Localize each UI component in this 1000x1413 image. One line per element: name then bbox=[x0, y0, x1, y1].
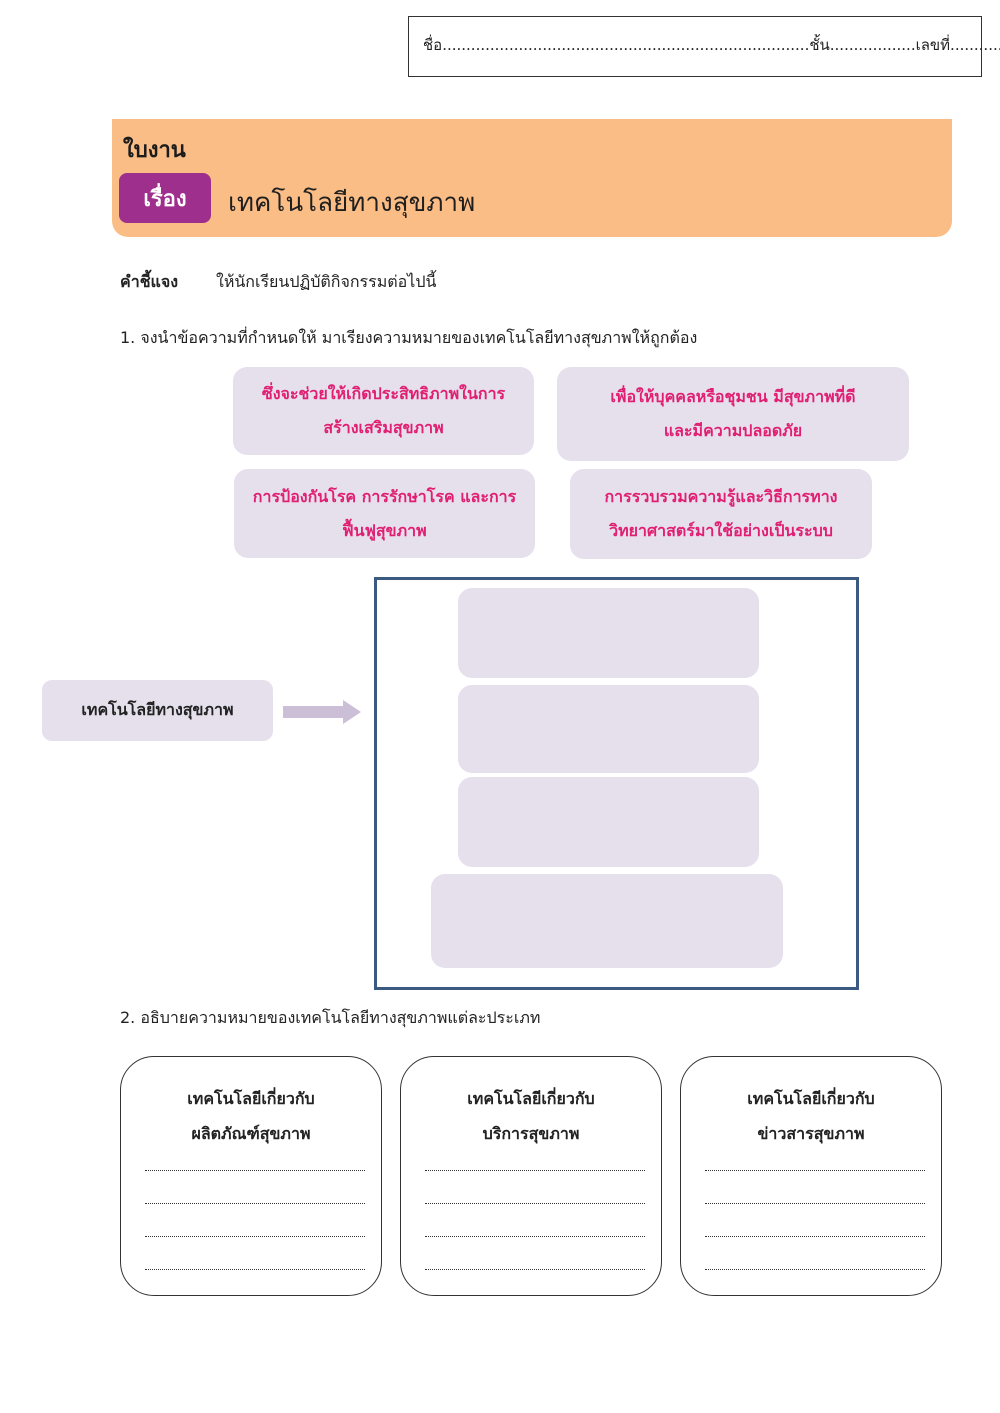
answer-frame bbox=[374, 577, 859, 990]
answer-line[interactable] bbox=[425, 1269, 645, 1270]
phrase-card-line: ซึ่งจะช่วยให้เกิดประสิทธิภาพในการ bbox=[261, 384, 506, 403]
term-box: เทคโนโลยีทางสุขภาพ bbox=[42, 680, 273, 741]
phrase-card[interactable]: การรวบรวมความรู้และวิธีการทางวิทยาศาสตร์… bbox=[570, 469, 872, 559]
type-box-services: เทคโนโลยีเกี่ยวกับบริการสุขภาพ bbox=[400, 1056, 662, 1296]
answer-line[interactable] bbox=[145, 1203, 365, 1204]
page-title: เทคโนโลยีทางสุขภาพ bbox=[228, 188, 476, 218]
worksheet-label: ใบงาน bbox=[123, 138, 186, 163]
question-2-text: 2. อธิบายความหมายของเทคโนโลยีทางสุขภาพแต… bbox=[120, 1008, 541, 1027]
question-1-text: 1. จงนำข้อความที่กำหนดให้ มาเรียงความหมา… bbox=[120, 328, 698, 347]
answer-line[interactable] bbox=[705, 1236, 925, 1237]
answer-line[interactable] bbox=[145, 1236, 365, 1237]
drop-slot[interactable] bbox=[458, 777, 759, 867]
answer-line[interactable] bbox=[425, 1170, 645, 1171]
topic-badge: เรื่อง bbox=[119, 173, 211, 223]
type-title-line: ผลิตภัณฑ์สุขภาพ bbox=[191, 1124, 311, 1143]
drop-slot[interactable] bbox=[431, 874, 783, 968]
student-info-box: ชื่อ....................................… bbox=[408, 16, 1000, 77]
right-arrow-icon bbox=[283, 700, 361, 724]
answer-line[interactable] bbox=[705, 1269, 925, 1270]
phrase-card[interactable]: ซึ่งจะช่วยให้เกิดประสิทธิภาพในการสร้างเส… bbox=[233, 367, 534, 455]
type-title-line: บริการสุขภาพ bbox=[482, 1124, 580, 1143]
phrase-card[interactable]: เพื่อให้บุคคลหรือชุมชน มีสุขภาพที่ดีและม… bbox=[557, 367, 909, 461]
phrase-card-line: สร้างเสริมสุขภาพ bbox=[323, 418, 444, 437]
answer-line[interactable] bbox=[145, 1269, 365, 1270]
phrase-card-line: เพื่อให้บุคคลหรือชุมชน มีสุขภาพที่ดี bbox=[610, 387, 856, 406]
student-info-line[interactable]: ชื่อ....................................… bbox=[423, 36, 1000, 54]
type-box-information: เทคโนโลยีเกี่ยวกับข่าวสารสุขภาพ bbox=[680, 1056, 942, 1296]
answer-line[interactable] bbox=[425, 1236, 645, 1237]
type-title-line: เทคโนโลยีเกี่ยวกับ bbox=[187, 1089, 315, 1108]
answer-line[interactable] bbox=[705, 1203, 925, 1204]
phrase-card[interactable]: การป้องกันโรค การรักษาโรค และการฟื้นฟูสุ… bbox=[234, 469, 535, 558]
phrase-card-line: และมีความปลอดภัย bbox=[663, 421, 803, 440]
answer-line[interactable] bbox=[705, 1170, 925, 1171]
drop-slot[interactable] bbox=[458, 685, 759, 773]
drop-slot[interactable] bbox=[458, 588, 759, 678]
instructions-label: คำชี้แจง bbox=[120, 272, 179, 291]
answer-line[interactable] bbox=[425, 1203, 645, 1204]
instructions-text: ให้นักเรียนปฏิบัติกิจกรรมต่อไปนี้ bbox=[216, 272, 437, 291]
phrase-card-line: ฟื้นฟูสุขภาพ bbox=[342, 520, 427, 540]
phrase-card-line: วิทยาศาสตร์มาใช้อย่างเป็นระบบ bbox=[609, 521, 833, 540]
header-band bbox=[112, 119, 952, 237]
type-title-line: เทคโนโลยีเกี่ยวกับ bbox=[747, 1089, 875, 1108]
type-title-line: เทคโนโลยีเกี่ยวกับ bbox=[467, 1089, 595, 1108]
type-title-line: ข่าวสารสุขภาพ bbox=[757, 1124, 865, 1143]
answer-line[interactable] bbox=[145, 1170, 365, 1171]
phrase-card-line: การป้องกันโรค การรักษาโรค และการ bbox=[252, 486, 517, 506]
phrase-card-line: การรวบรวมความรู้และวิธีการทาง bbox=[604, 487, 838, 506]
type-box-products: เทคโนโลยีเกี่ยวกับผลิตภัณฑ์สุขภาพ bbox=[120, 1056, 382, 1296]
